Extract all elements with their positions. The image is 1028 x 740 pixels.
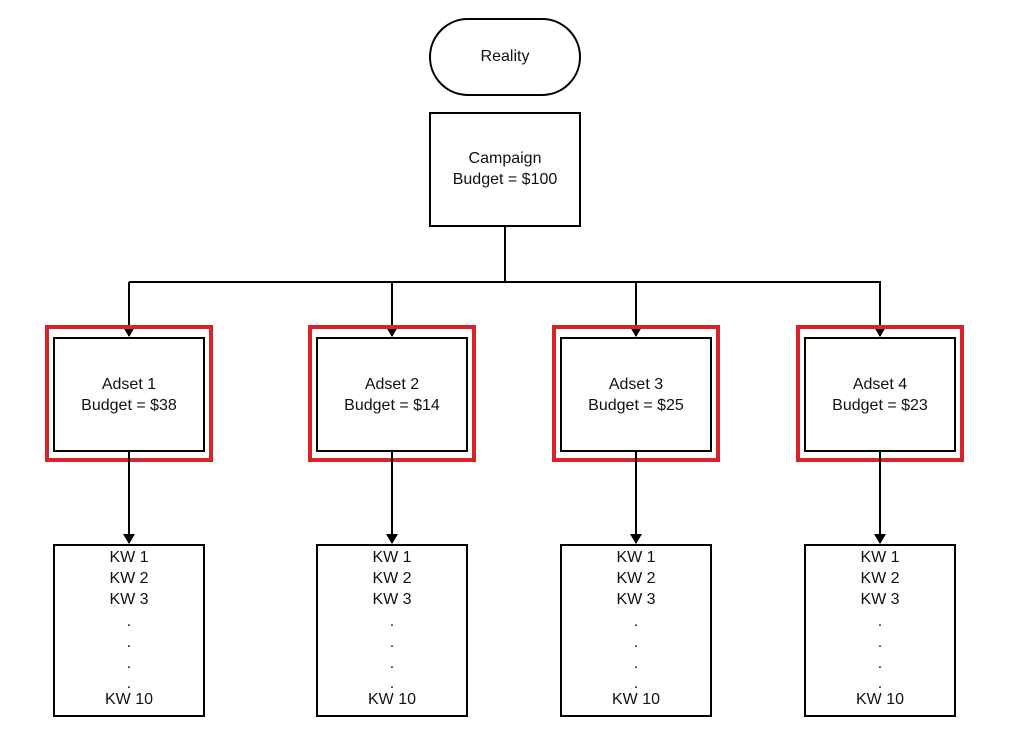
keyword-ellipsis-dot: . xyxy=(390,613,394,630)
keyword-list-node xyxy=(316,544,468,717)
keyword-ellipsis-dot: . xyxy=(634,655,638,672)
keyword-ellipsis-dot: . xyxy=(390,634,394,651)
keyword-ellipsis-dot: . xyxy=(634,613,638,630)
keyword-ellipsis-dot: . xyxy=(127,655,131,672)
adset-node xyxy=(53,337,205,452)
keyword-list-node xyxy=(53,544,205,717)
keyword-item: KW 2 xyxy=(109,570,148,587)
keyword-item: KW 10 xyxy=(856,691,904,708)
keyword-item: KW 3 xyxy=(372,591,411,608)
adset-node xyxy=(316,337,468,452)
keyword-item: KW 1 xyxy=(372,549,411,566)
adset-name: Adset 1 xyxy=(102,376,156,393)
keyword-item: KW 3 xyxy=(109,591,148,608)
adset-name: Adset 3 xyxy=(609,376,663,393)
keyword-item: KW 10 xyxy=(105,691,153,708)
keyword-item: KW 10 xyxy=(368,691,416,708)
keyword-list-node xyxy=(560,544,712,717)
keyword-ellipsis-dot: . xyxy=(127,634,131,651)
campaign-node xyxy=(429,112,581,227)
adset-name: Adset 2 xyxy=(365,376,419,393)
adset-budget: Budget = $14 xyxy=(344,397,440,414)
keyword-ellipsis-dot: . xyxy=(634,675,638,692)
keyword-item: KW 1 xyxy=(616,549,655,566)
keyword-item: KW 3 xyxy=(616,591,655,608)
keyword-item: KW 2 xyxy=(860,570,899,587)
adset-node xyxy=(804,337,956,452)
reality-label: Reality xyxy=(481,48,530,65)
keyword-ellipsis-dot: . xyxy=(127,613,131,630)
keyword-ellipsis-dot: . xyxy=(127,675,131,692)
keyword-item: KW 1 xyxy=(860,549,899,566)
adset-node xyxy=(560,337,712,452)
adset-budget: Budget = $38 xyxy=(81,397,177,414)
adset-name: Adset 4 xyxy=(853,376,907,393)
keyword-item: KW 2 xyxy=(372,570,411,587)
keyword-ellipsis-dot: . xyxy=(390,675,394,692)
keyword-ellipsis-dot: . xyxy=(390,655,394,672)
keyword-ellipsis-dot: . xyxy=(878,613,882,630)
keyword-item: KW 3 xyxy=(860,591,899,608)
campaign-title: Campaign xyxy=(469,150,542,167)
reality-node xyxy=(429,18,581,96)
keyword-item: KW 10 xyxy=(612,691,660,708)
keyword-ellipsis-dot: . xyxy=(634,634,638,651)
campaign-budget: Budget = $100 xyxy=(453,171,558,188)
adset-budget: Budget = $23 xyxy=(832,397,928,414)
keyword-item: KW 1 xyxy=(109,549,148,566)
keyword-list-node xyxy=(804,544,956,717)
keyword-ellipsis-dot: . xyxy=(878,675,882,692)
keyword-ellipsis-dot: . xyxy=(878,655,882,672)
keyword-item: KW 2 xyxy=(616,570,655,587)
adset-budget: Budget = $25 xyxy=(588,397,684,414)
keyword-ellipsis-dot: . xyxy=(878,634,882,651)
